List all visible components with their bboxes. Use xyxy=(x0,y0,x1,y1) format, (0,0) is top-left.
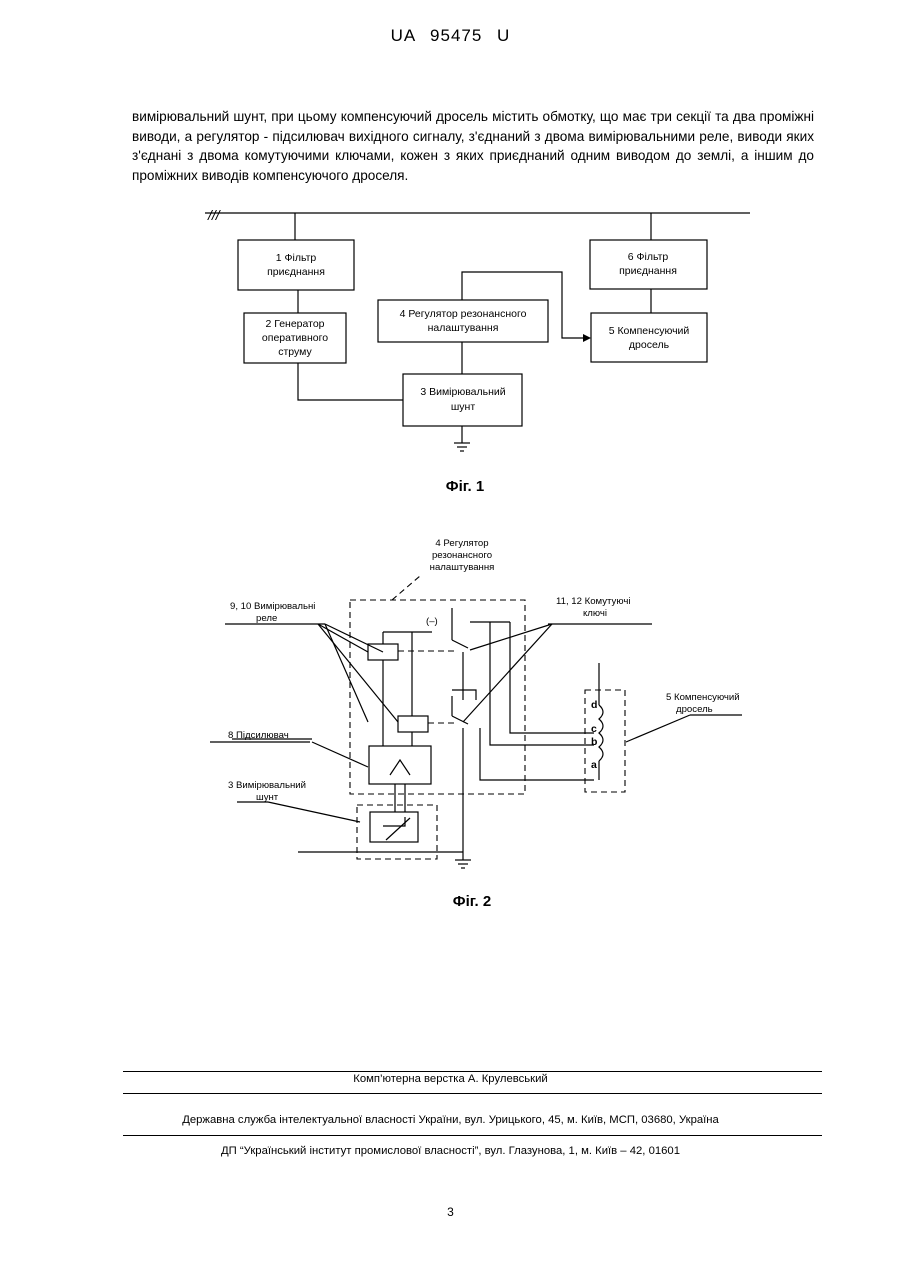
fig1-b2-line2: оперативного xyxy=(262,332,328,344)
fig1-line-mark: /// xyxy=(207,207,222,223)
figure-1-caption: Фіг. 1 xyxy=(405,478,525,495)
fig2-tap-c: c xyxy=(591,723,597,735)
fig2-switches-line2: ключі xyxy=(583,608,607,619)
figure-2-caption: Фіг. 2 xyxy=(412,893,532,910)
patent-number: UA 95475 U xyxy=(0,26,901,46)
fig2-minus-label: (–) xyxy=(426,616,438,627)
fig1-b1-line1: 1 Фільтр xyxy=(276,252,317,264)
fig1-b2-line1: 2 Генератор xyxy=(265,318,324,330)
fig1-block-choke xyxy=(591,313,707,362)
footer-layout-credit: Комп’ютерна верстка А. Крулевський xyxy=(0,1073,901,1085)
fig1-b5-line1: 5 Компенсуючий xyxy=(609,325,690,337)
body-paragraph: вимірювальний шунт, при цьому компенсуюч… xyxy=(132,107,814,185)
fig2-relays-line1: 9, 10 Вимірювальні xyxy=(230,601,315,612)
fig2-regulator-line3: налаштування xyxy=(430,562,495,573)
fig1-b4-line1: 4 Регулятор резонансного xyxy=(400,308,527,320)
figure-1-block-diagram: /// 1 Фільтр приєднання 2 Генератор опер… xyxy=(0,195,901,470)
fig1-b6-line2: приєднання xyxy=(619,265,677,277)
fig1-b1-line2: приєднання xyxy=(267,266,325,278)
footer-agency: Державна служба інтелектуальної власност… xyxy=(0,1114,901,1126)
footer-rule-2 xyxy=(123,1093,822,1094)
fig1-b3-line1: 3 Вимірювальний xyxy=(420,386,505,398)
fig1-b4-line2: налаштування xyxy=(428,322,499,334)
fig2-switches-line1: 11, 12 Комутуючі xyxy=(556,596,630,607)
fig1-b2-line3: струму xyxy=(278,346,312,358)
footer-rule-1 xyxy=(123,1071,822,1072)
fig1-block-shunt xyxy=(403,374,522,426)
fig2-tap-a: a xyxy=(591,759,597,771)
fig1-block-regulator xyxy=(378,300,548,342)
page-number: 3 xyxy=(0,1205,901,1219)
fig1-block-filter-1 xyxy=(238,240,354,290)
fig1-b5-line2: дросель xyxy=(629,339,670,351)
figure-2-circuit-diagram: 4 Регулятор резонансного налаштування 9,… xyxy=(0,530,901,875)
fig2-tap-b: b xyxy=(591,736,597,748)
fig2-choke-line2: дросель xyxy=(676,704,713,715)
fig2-shunt-line1: 3 Вимірювальний xyxy=(228,780,306,791)
fig2-choke-line1: 5 Компенсуючий xyxy=(666,692,740,703)
fig2-shunt-line2: шунт xyxy=(256,792,279,803)
fig2-amplifier-label: 8 Підсилювач xyxy=(228,730,289,741)
fig2-relays-line2: реле xyxy=(256,613,277,624)
footer-rule-3 xyxy=(123,1135,822,1136)
fig2-regulator-line2: резонансного xyxy=(432,550,492,561)
fig2-tap-d: d xyxy=(591,699,597,711)
fig1-b6-line1: 6 Фільтр xyxy=(628,251,669,263)
footer-institute: ДП “Український інститут промислової вла… xyxy=(0,1145,901,1157)
fig1-b3-line2: шунт xyxy=(451,401,475,413)
fig2-regulator-line1: 4 Регулятор xyxy=(435,538,488,549)
